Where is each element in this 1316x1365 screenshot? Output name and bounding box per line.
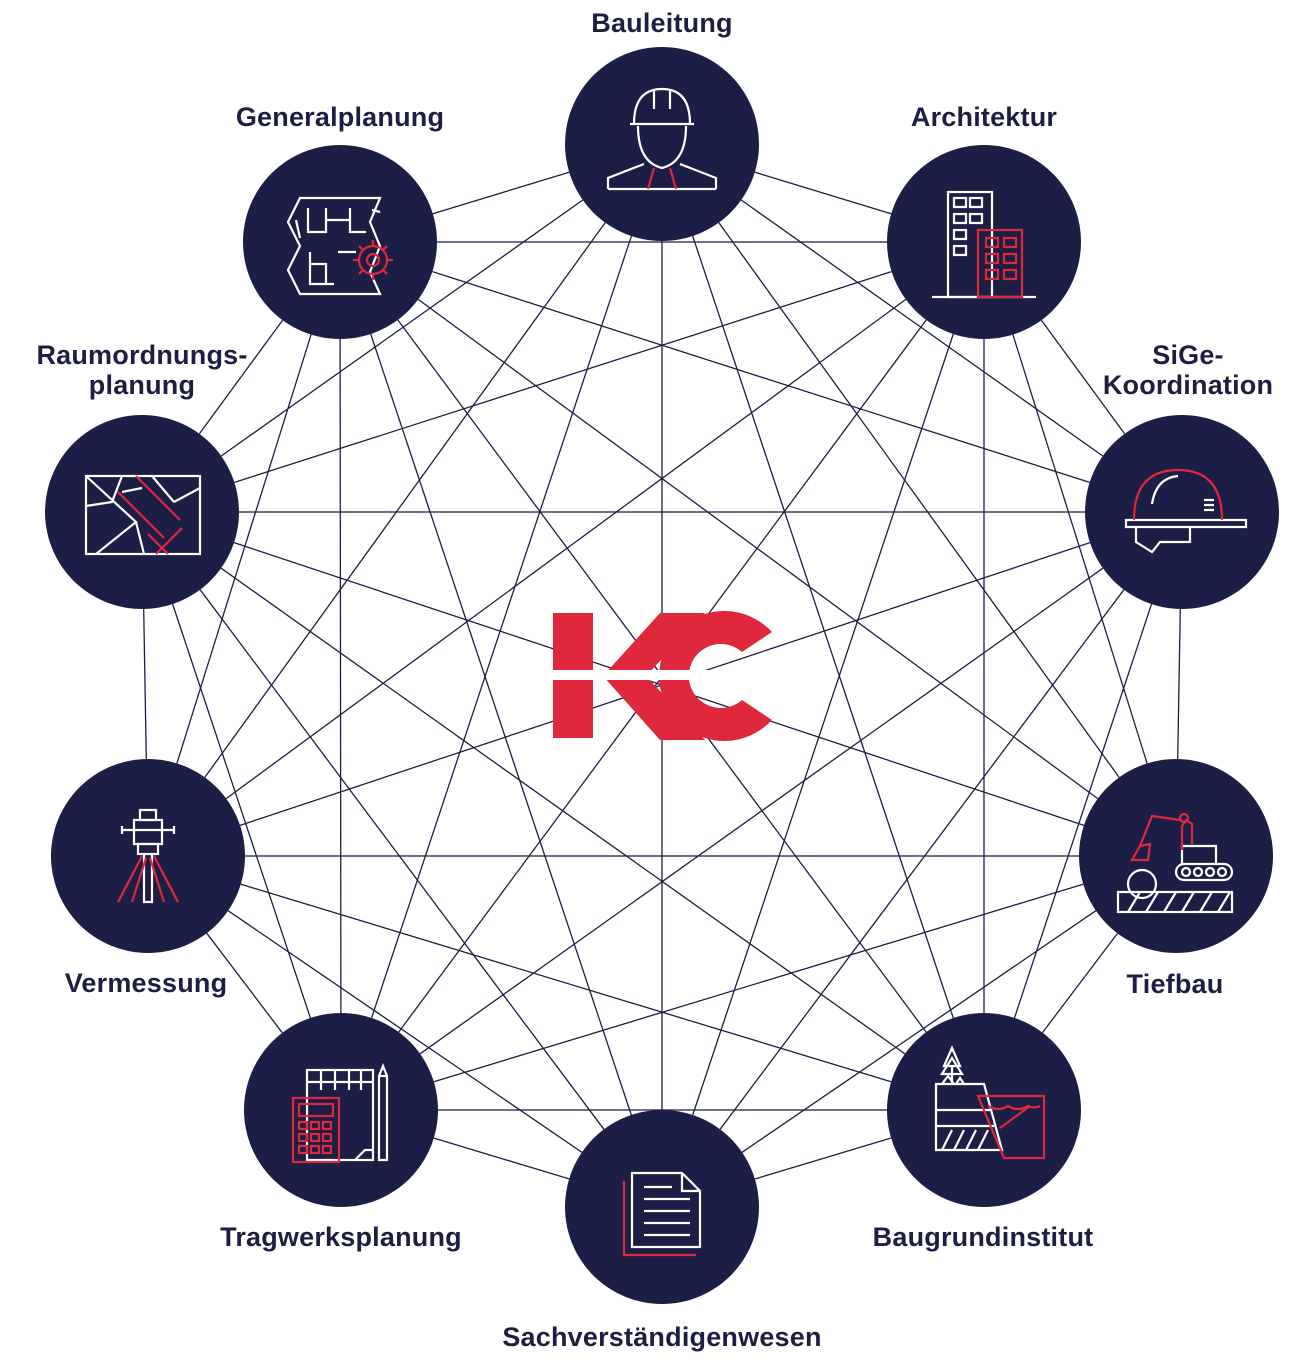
node-sige	[1085, 415, 1279, 609]
connection-line	[432, 171, 570, 215]
blueprint-gear-icon	[286, 196, 393, 296]
connection-line	[719, 589, 1125, 1130]
label-bauleitung: Bauleitung	[591, 8, 733, 38]
node-generalplanung	[243, 145, 437, 339]
node-architektur	[887, 145, 1081, 339]
label-raumordnung: Raumordnungs- planung	[36, 340, 247, 400]
node-baugrund	[887, 1013, 1081, 1207]
kc-logo	[553, 610, 783, 741]
connection-line	[143, 608, 147, 760]
connection-line	[370, 333, 632, 1116]
connection-line	[220, 567, 906, 1055]
connection-line	[1177, 608, 1181, 760]
node-vermessung	[51, 759, 245, 953]
node-raumordnung	[45, 415, 239, 609]
label-architektur: Architektur	[910, 102, 1058, 132]
connection-line	[171, 603, 312, 1019]
node-bauleitung	[565, 47, 759, 241]
connection-line	[741, 910, 1097, 1153]
connection-line	[233, 541, 1085, 827]
label-sige: SiGe- Koordination	[1103, 340, 1273, 400]
connection-line	[692, 333, 954, 1116]
connection-line	[198, 319, 284, 435]
connection-line	[692, 235, 954, 1019]
label-vermessung: Vermessung	[64, 968, 228, 998]
label-baugrund: Baugrundinstitut	[872, 1222, 1094, 1252]
node-sachverst	[565, 1110, 759, 1304]
connection-line	[227, 910, 583, 1153]
connection-line	[754, 1137, 892, 1180]
connection-line	[339, 338, 342, 1014]
connection-line	[432, 270, 1090, 484]
connection-line	[1041, 933, 1119, 1033]
connection-line	[234, 270, 892, 484]
buildings-icon	[932, 190, 1036, 299]
calculator-plans-icon	[291, 1063, 389, 1164]
connection-line	[199, 589, 605, 1130]
document-icon	[622, 1171, 702, 1257]
label-tragwerk: Tragwerksplanung	[220, 1222, 462, 1252]
label-sige-line-2: Koordination	[1102, 370, 1274, 400]
connection-line	[240, 883, 892, 1083]
theodolite-tripod-icon	[117, 808, 179, 904]
zoning-map-icon	[84, 474, 202, 556]
label-raumordnung-line-2: planung	[88, 370, 196, 400]
connection-line	[176, 334, 312, 764]
connection-line	[1040, 319, 1126, 435]
connection-line	[433, 883, 1084, 1083]
connection-line	[370, 235, 633, 1019]
connection-line	[206, 932, 283, 1034]
node-tiefbau	[1079, 759, 1273, 953]
connection-line	[1012, 334, 1148, 764]
label-raumordnung-line-1: Raumordnungs-	[36, 340, 248, 370]
connection-line	[433, 1137, 570, 1180]
soil-profile-icon	[934, 1045, 1046, 1160]
connection-line	[1013, 603, 1153, 1019]
connection-line	[417, 298, 1099, 800]
label-generalplanung: Generalplanung	[235, 102, 445, 132]
connection-line	[740, 199, 1104, 457]
excavator-icon	[1116, 812, 1234, 914]
label-sige-line-1: SiGe-	[1152, 340, 1224, 370]
node-tragwerk	[244, 1013, 438, 1207]
connection-line	[225, 298, 907, 800]
hard-hat-worker-icon	[606, 87, 718, 191]
label-sachverst: Sachverständigenwesen	[502, 1322, 822, 1352]
connection-line	[754, 171, 892, 215]
label-tiefbau: Tiefbau	[1126, 969, 1224, 999]
connection-line	[220, 199, 584, 457]
safety-helmet-icon	[1124, 468, 1248, 554]
